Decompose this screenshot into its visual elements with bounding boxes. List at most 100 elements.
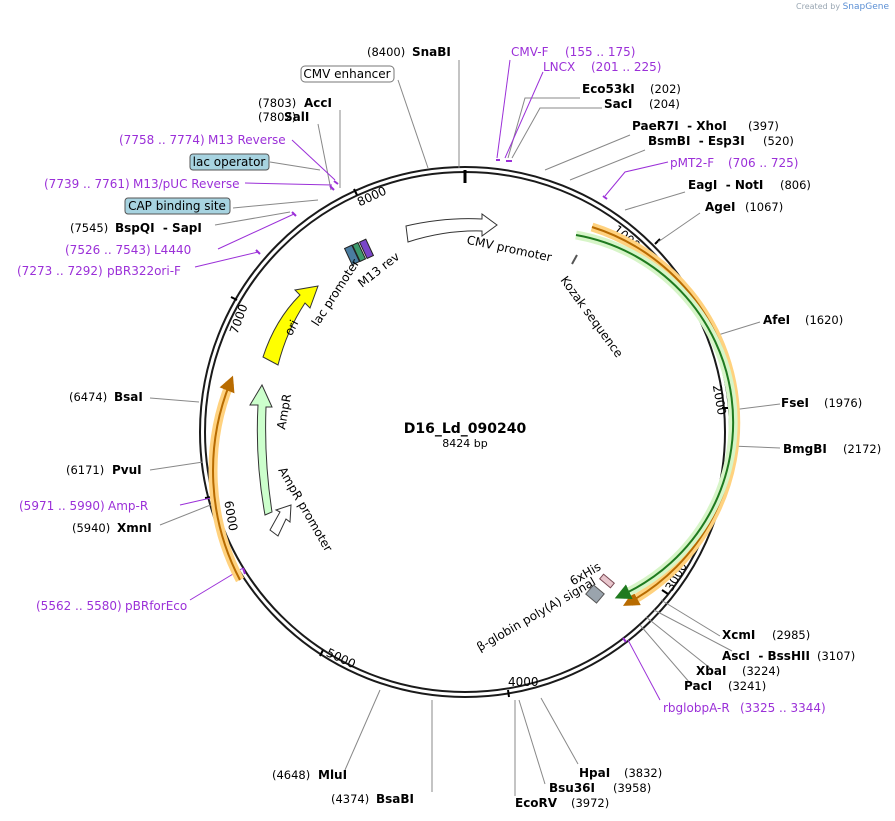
noti-pos: (806)	[780, 178, 811, 192]
orf-outer-arrow	[591, 226, 737, 606]
xbai-name: XbaI	[696, 664, 726, 678]
orf-outer-glow	[590, 222, 741, 606]
xcmi-pos: (2985)	[772, 628, 810, 642]
pvui-name: PvuI	[112, 463, 142, 477]
ecorv-pos: (3972)	[571, 796, 609, 810]
bglobin-box	[585, 584, 605, 604]
cmv-f-name: CMV-F	[511, 45, 549, 59]
tick-label-4000: 4000	[508, 675, 539, 689]
sapi-name: BspQI - SapI	[115, 221, 202, 235]
xmni-pos: (5940)	[72, 521, 110, 535]
xbai-pos: (3224)	[742, 664, 780, 678]
bmgbi-pos: (2172)	[843, 442, 881, 456]
cmv-promoter-arrow	[405, 213, 498, 243]
lac-promoter-label: lac promoter	[309, 257, 363, 329]
pbr322ori-f-range: (7273 .. 7292)	[17, 264, 103, 278]
acci-name: AccI	[304, 96, 332, 110]
ecorv-name: EcoRV	[515, 796, 558, 810]
fsei-name: FseI	[781, 396, 809, 410]
amp-r-range: (5971 .. 5990)	[19, 499, 105, 513]
m13-reverse-name: M13 Reverse	[208, 133, 286, 147]
primer-marks	[213, 159, 627, 643]
bsabi-name: BsaBI	[376, 792, 414, 806]
pbrforeco-name: pBRforEco	[125, 599, 187, 613]
xhoi-pos: (397)	[748, 119, 779, 133]
lac-operator-label: lac operator	[193, 155, 266, 169]
sixhis-box	[599, 573, 615, 589]
eco53ki-name: Eco53kI	[582, 82, 635, 96]
l4440-range: (7526 .. 7543)	[65, 243, 151, 257]
mlui-name: MluI	[318, 768, 347, 782]
tick-label-6000: 6000	[221, 500, 240, 533]
ori-label: ori	[282, 318, 302, 338]
mlui-pos: (4648)	[272, 768, 310, 782]
ori-arrow	[262, 285, 319, 366]
tick-label-8000: 8000	[355, 184, 389, 210]
cap-binding-site-label: CAP binding site	[128, 199, 226, 213]
hpai-pos: (3832)	[624, 766, 662, 780]
rbglobpa-r-range: (3325 .. 3344)	[740, 701, 826, 715]
bsshii-pos: (3107)	[817, 649, 855, 663]
bsu36i-name: Bsu36I	[549, 781, 595, 795]
pbrforeco-range: (5562 .. 5580)	[36, 599, 122, 613]
esp3i-name: BsmBI - Esp3I	[648, 134, 745, 148]
m13puc-reverse-name: M13/pUC Reverse	[133, 177, 240, 191]
paci-name: PacI	[684, 679, 712, 693]
xhoi-name: PaeR7I - XhoI	[632, 119, 727, 133]
cmv-f-range: (155 .. 175)	[565, 45, 635, 59]
orf-inner-glow	[575, 230, 738, 600]
amp-orf-arrow	[212, 375, 241, 581]
pvui-pos: (6171)	[66, 463, 104, 477]
plasmid-name: D16_Ld_090240	[404, 421, 527, 437]
pbr322ori-f-name: pBR322ori-F	[107, 264, 181, 278]
lac-operator-box	[189, 153, 270, 171]
snapgene-logo-text: SnapGene	[842, 2, 889, 12]
amp-r-name: Amp-R	[108, 499, 148, 513]
afei-name: AfeI	[763, 313, 790, 327]
lncx-name: LNCX	[543, 60, 575, 74]
ampr-arrow	[249, 383, 273, 516]
leader-lines	[149, 60, 781, 796]
credit-text: Created by	[796, 2, 841, 11]
ampr-label: AmpR	[274, 393, 294, 431]
cap-binding-site-box	[124, 197, 231, 215]
bsabi-pos: (4374)	[331, 792, 369, 806]
xcmi-name: XcmI	[722, 628, 755, 642]
l4440-name: L4440	[154, 243, 191, 257]
pmt2-f-name: pMT2-F	[670, 156, 714, 170]
paci-pos: (3241)	[728, 679, 766, 693]
kozak-mark	[571, 254, 578, 265]
major-ticks	[204, 188, 729, 698]
hpai-name: HpaI	[579, 766, 610, 780]
sali-name: SalI	[284, 110, 309, 124]
plasmid-length: 8424 bp	[442, 437, 487, 450]
agei-name: AgeI	[705, 200, 735, 214]
snabi-name: SnaBI	[412, 45, 451, 59]
tick-label-2000: 2000	[710, 384, 729, 417]
esp3i-pos: (520)	[763, 134, 794, 148]
snapgene-credit: Created by SnapGene	[796, 2, 889, 12]
xmni-name: XmnI	[117, 521, 152, 535]
orf-inner-arrow	[575, 234, 735, 599]
bsshii-name: AscI - BssHII	[722, 649, 810, 663]
bsai-pos: (6474)	[69, 390, 107, 404]
pmt2-f-range: (706 .. 725)	[728, 156, 798, 170]
afei-pos: (1620)	[805, 313, 843, 327]
bmgbi-name: BmgBI	[783, 442, 827, 456]
m13puc-reverse-range: (7739 .. 7761)	[44, 177, 130, 191]
noti-name: EagI - NotI	[688, 178, 763, 192]
kozak-label: Kozak sequence	[558, 274, 626, 361]
acci-pos: (7803)	[258, 96, 296, 110]
fsei-pos: (1976)	[824, 396, 862, 410]
cmv-enhancer-label: CMV enhancer	[303, 67, 390, 81]
cmv-enhancer-box	[300, 65, 395, 83]
snabi-pos: (8400)	[367, 45, 405, 59]
m13-reverse-range: (7758 .. 7774)	[119, 133, 205, 147]
ampr-promoter-arrow	[269, 504, 292, 537]
rbglobpa-r-name: rbglobpA-R	[663, 701, 730, 715]
sali-pos: (7802)	[258, 110, 296, 124]
lncx-range: (201 .. 225)	[591, 60, 661, 74]
tick-label-5000: 5000	[324, 646, 358, 672]
agei-pos: (1067)	[745, 200, 783, 214]
